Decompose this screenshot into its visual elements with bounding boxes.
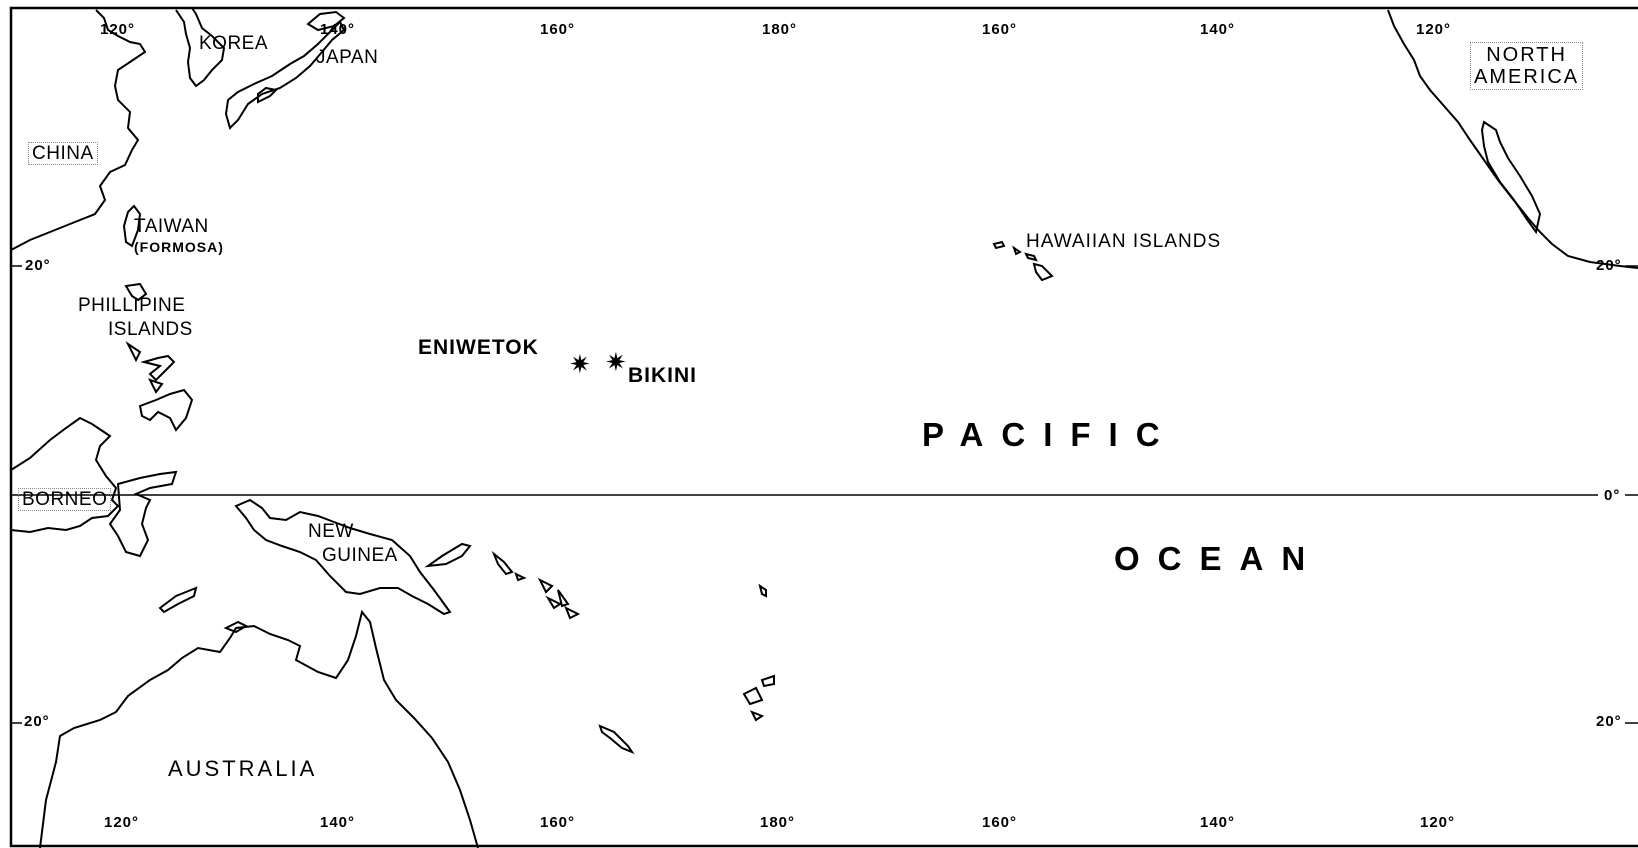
fiji-islands bbox=[742, 674, 775, 722]
bikini-marker-icon: ✷ bbox=[605, 347, 627, 377]
top-lon-160: 160° bbox=[540, 21, 576, 38]
new-britain bbox=[424, 542, 472, 568]
philippines-islands bbox=[125, 341, 194, 432]
philippines-label-line1: PHILLIPINE bbox=[78, 295, 186, 316]
north-america-coastline bbox=[1387, 9, 1638, 269]
korea-label: KOREA bbox=[199, 33, 269, 54]
left-lat-20s: 20° bbox=[24, 713, 50, 730]
hawaii-label: HAWAIIAN ISLANDS bbox=[1026, 231, 1222, 252]
top-lon-120w: 120° bbox=[1416, 21, 1452, 38]
map-border bbox=[9, 6, 1638, 848]
ocean-label-ocean: OCEAN bbox=[1114, 540, 1324, 577]
taiwan-coastline bbox=[122, 204, 142, 248]
formosa-label: (FORMOSA) bbox=[134, 239, 224, 255]
japan-label: JAPAN bbox=[316, 47, 379, 68]
bikini-label: BIKINI bbox=[628, 364, 697, 387]
right-lat-0: 0° bbox=[1604, 487, 1621, 504]
australia-north-isle bbox=[223, 620, 249, 634]
top-lon-180: 180° bbox=[762, 21, 798, 38]
north-america-label-line2: AMERICA bbox=[1474, 66, 1580, 88]
japan-hokkaido bbox=[306, 10, 346, 32]
eniwetok-marker-icon: ✷ bbox=[569, 349, 591, 379]
vanuatu-island bbox=[758, 583, 767, 598]
borneo-coastline bbox=[10, 416, 120, 534]
new-guinea-label-line1: NEW bbox=[308, 521, 354, 542]
new-caledonia bbox=[598, 724, 635, 755]
bottom-lon-140: 140° bbox=[320, 814, 356, 831]
top-lon-140: 140° bbox=[320, 21, 356, 38]
australia-label: AUSTRALIA bbox=[168, 756, 318, 781]
new-guinea-coastline bbox=[234, 498, 452, 616]
sulawesi-coastline bbox=[108, 470, 178, 558]
borneo-label: BORNEO bbox=[18, 488, 112, 511]
solomon-islands bbox=[491, 550, 581, 620]
top-lon-160w: 160° bbox=[982, 21, 1018, 38]
bottom-lon-120w: 120° bbox=[1420, 814, 1456, 831]
japan-kyushu bbox=[257, 86, 279, 104]
north-america-label: NORTH AMERICA bbox=[1470, 42, 1584, 90]
north-america-label-line1: NORTH bbox=[1486, 44, 1567, 66]
new-guinea-label-line2: GUINEA bbox=[322, 545, 398, 566]
philippines-luzon bbox=[124, 282, 148, 302]
top-lon-120: 120° bbox=[100, 21, 136, 38]
baja-california bbox=[1480, 120, 1542, 235]
bottom-lon-120: 120° bbox=[104, 814, 140, 831]
ocean-label-pacific: PACIFIC bbox=[922, 416, 1178, 453]
korea-coastline bbox=[175, 7, 226, 88]
top-lon-140w: 140° bbox=[1200, 21, 1236, 38]
bottom-lon-160w: 160° bbox=[982, 814, 1018, 831]
hawaii-islands bbox=[992, 240, 1054, 282]
left-lat-20n: 20° bbox=[25, 257, 51, 274]
bottom-lon-140w: 140° bbox=[1200, 814, 1236, 831]
eniwetok-label: ENIWETOK bbox=[418, 336, 539, 359]
bottom-lon-160: 160° bbox=[540, 814, 576, 831]
australia-coastline bbox=[39, 609, 479, 848]
bottom-lon-180: 180° bbox=[760, 814, 796, 831]
timor-island bbox=[158, 586, 198, 614]
philippines-label-line2: ISLANDS bbox=[108, 319, 193, 340]
right-lat-20n: 20° bbox=[1596, 257, 1622, 274]
asia-coastline bbox=[10, 9, 147, 251]
china-label: CHINA bbox=[28, 142, 98, 165]
right-lat-20s: 20° bbox=[1596, 713, 1622, 730]
taiwan-label: TAIWAN bbox=[134, 216, 209, 237]
